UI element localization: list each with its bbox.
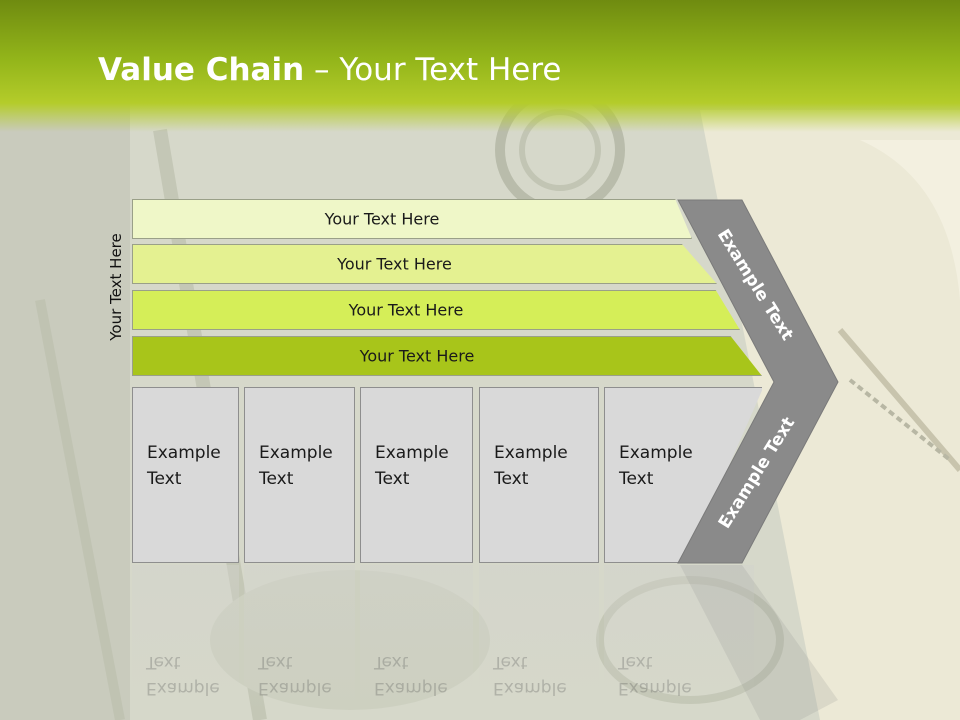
bar-3: Your Text Here [132,290,740,330]
page-title-rest: – Your Text Here [304,52,562,88]
box-5-reflection-line2: Text [618,652,653,672]
box-4-line1: Example [494,443,568,463]
box-4-reflection-line2: Text [493,652,528,672]
box-1-line2: Text [147,469,182,489]
box-2-line1: Example [259,443,333,463]
bar-4-label: Your Text Here [359,346,475,366]
box-1: Example Text [132,387,239,563]
box-5-line2: Text [619,469,654,489]
box-2-line2: Text [259,469,294,489]
side-label-text: Your Text Here [107,233,125,341]
box-2-reflection: Example Text [244,565,355,715]
bar-2-label: Your Text Here [337,254,452,274]
box-5-line1: Example [619,443,693,463]
box-2-reflection-line1: Example [258,678,332,698]
page-title: Value Chain – Your Text Here [98,52,561,88]
box-3-line1: Example [375,443,449,463]
box-1-line1: Example [147,443,221,463]
bar-4: Your Text Here [132,336,762,376]
box-4: Example Text [479,387,599,563]
box-1-reflection-line1: Example [146,678,220,698]
box-3-reflection-line1: Example [374,678,448,698]
box-4-line2: Text [494,469,529,489]
box-2-reflection-line2: Text [258,652,293,672]
box-1-reflection-line2: Text [146,652,181,672]
bar-3-label: Your Text Here [348,300,464,320]
box-2: Example Text [244,387,355,563]
box-1-reflection: Example Text [132,565,239,715]
box-3: Example Text [360,387,473,563]
box-3-reflection-line2: Text [374,652,409,672]
box-4-reflection: Example Text [479,565,599,715]
bar-1-label: Your Text Here [324,209,440,229]
box-3-line2: Text [375,469,410,489]
box-5-reflection: Example Text [604,565,754,715]
bar-2: Your Text Here [132,244,717,284]
header-band: Value Chain – Your Text Here [0,0,960,132]
bar-1: Your Text Here [132,199,692,239]
box-5-reflection-line1: Example [618,678,692,698]
page-title-bold: Value Chain [98,52,305,88]
box-3-reflection: Example Text [360,565,473,715]
box-4-reflection-line1: Example [493,678,567,698]
